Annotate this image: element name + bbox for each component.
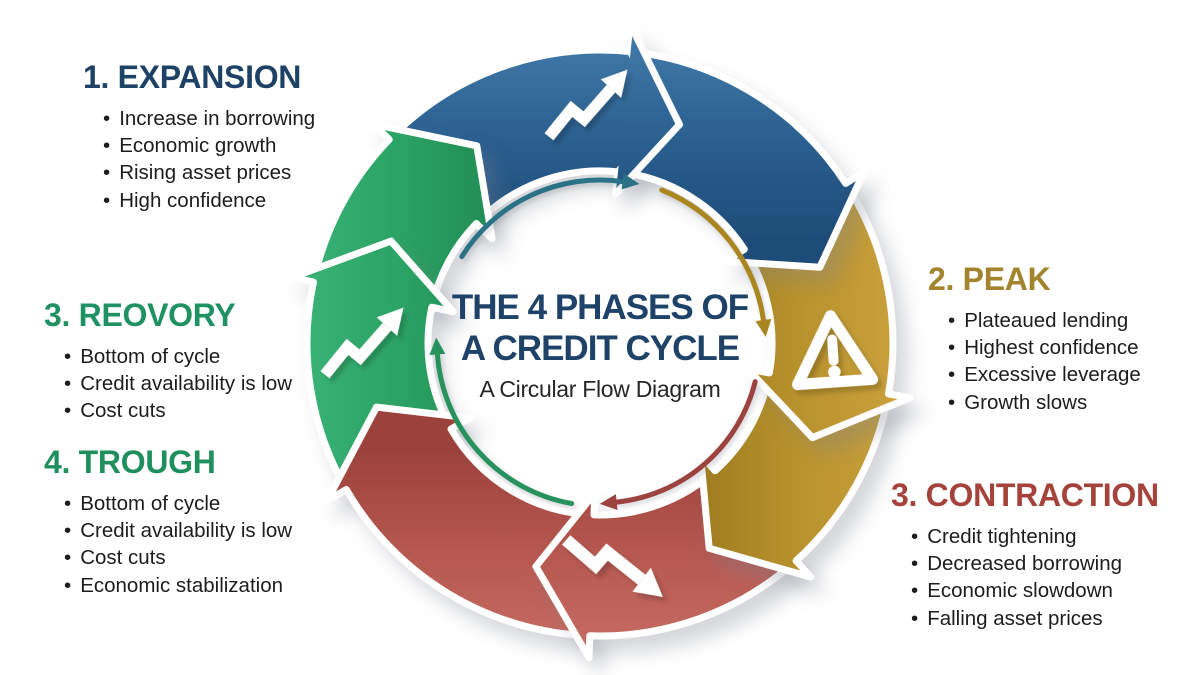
ring-segment-contraction-arc-a xyxy=(532,467,800,662)
diagram-title: THE 4 PHASES OF A CREDIT CYCLE xyxy=(400,287,800,369)
phase-bullet-list-contraction: • Credit tightening • Decreased borrowing • E… xyxy=(891,523,1159,632)
bullet-marker: • xyxy=(64,399,72,423)
bullet-item: • Decreased borrowing xyxy=(911,550,1159,577)
bullet-marker: • xyxy=(103,188,111,212)
bullet-text: Excessive leverage xyxy=(964,363,1141,387)
diagram-title-line1: THE 4 PHASES OF xyxy=(451,288,749,327)
bullet-text: Decreased borrowing xyxy=(927,552,1123,576)
trend-up-icon-2 xyxy=(320,307,404,379)
flow-arrow-left-green-head xyxy=(429,337,446,355)
phase-heading-expansion: 1. EXPANSION xyxy=(83,59,302,95)
bullet-text: Highest confidence xyxy=(964,336,1139,360)
diagram-title-block: THE 4 PHASES OF A CREDIT CYCLE A Circula… xyxy=(400,287,800,403)
bullet-text: Bottom of cycle xyxy=(80,492,221,515)
bullet-text: Cost cuts xyxy=(80,399,166,423)
phase-bullet-list-reovory: • Bottom of cycle • Credit availability is … xyxy=(44,343,292,425)
bullet-marker: • xyxy=(64,372,72,396)
phase-bullet-list-expansion: • Increase in borrowing • Economic growth • R… xyxy=(83,105,315,214)
bullet-text: Cost cuts xyxy=(80,546,166,570)
bullet-text: Rising asset prices xyxy=(119,161,292,185)
bullet-text: Increase in borrowing xyxy=(119,107,316,130)
phase-block-trough: 4. TROUGH • Bottom of cycle • Credit availa… xyxy=(44,443,292,599)
bullet-text: Plateaued lending xyxy=(964,309,1129,332)
phase-heading-contraction: 3. CONTRACTION xyxy=(891,477,1159,513)
bullet-marker: • xyxy=(948,336,956,360)
bullet-item: • Bottom of cycle xyxy=(64,343,292,370)
warning-icon xyxy=(792,310,879,391)
bullet-marker: • xyxy=(64,519,72,543)
bullet-marker: • xyxy=(64,492,72,515)
flow-arrow-left-green xyxy=(434,351,575,506)
bullet-item: • Falling asset prices xyxy=(911,605,1159,632)
bullet-marker: • xyxy=(64,546,72,570)
phase-heading-peak: 2. PEAK xyxy=(928,261,1051,297)
flow-arrow-right-gold xyxy=(659,187,766,323)
bullet-item: • Growth slows xyxy=(948,389,1141,416)
bullet-item: • Increase in borrowing xyxy=(103,105,315,132)
phase-bullet-list-peak: • Plateaued lending • Highest confidence • Ex… xyxy=(928,307,1141,416)
bullet-item: • Credit availability is low xyxy=(64,517,292,544)
bullet-marker: • xyxy=(64,345,72,368)
bullet-text: Economic slowdown xyxy=(927,579,1113,603)
bullet-item: • Excessive leverage xyxy=(948,361,1141,388)
diagram-subtitle: A Circular Flow Diagram xyxy=(479,376,721,402)
bullet-item: • Economic growth xyxy=(103,132,315,159)
phase-block-contraction: 3. CONTRACTION • Credit tightening • Decrea… xyxy=(891,476,1159,632)
bullet-text: Credit availability is low xyxy=(80,372,293,396)
phase-block-reovory: 3. REOVORY • Bottom of cycle • Credit avail… xyxy=(44,296,292,425)
bullet-text: Credit tightening xyxy=(927,525,1077,548)
bullet-marker: • xyxy=(103,161,111,185)
bullet-marker: • xyxy=(948,363,956,387)
diagram-title-line2: A CREDIT CYCLE xyxy=(460,329,740,368)
bullet-marker: • xyxy=(911,606,919,630)
flow-arrow-bottom-red xyxy=(614,379,758,505)
bullet-marker: • xyxy=(911,552,919,576)
bullet-item: • Plateaued lending xyxy=(948,307,1141,334)
bullet-item: • Credit availability is low xyxy=(64,370,292,397)
bullet-item: • Economic stabilization xyxy=(64,572,292,599)
phase-heading-reovory: 3. REOVORY xyxy=(44,297,236,333)
bullet-text: Economic growth xyxy=(119,134,277,158)
bullet-text: Growth slows xyxy=(964,390,1088,414)
phase-bullet-list-trough: • Bottom of cycle • Credit availability is … xyxy=(44,490,292,599)
flow-arrow-top-teal-head xyxy=(621,173,640,190)
bullet-item: • Highest confidence xyxy=(948,334,1141,361)
ring-segment-expansion-arc-b xyxy=(614,48,868,271)
bullet-marker: • xyxy=(911,525,919,548)
trend-down-icon xyxy=(562,535,663,598)
bullet-text: Bottom of cycle xyxy=(80,345,221,368)
bullet-item: • Economic slowdown xyxy=(911,577,1159,604)
bullet-item: • Cost cuts xyxy=(64,397,292,424)
bullet-item: • Rising asset prices xyxy=(103,159,315,186)
bullet-marker: • xyxy=(64,573,72,597)
bullet-item: • Credit tightening xyxy=(911,523,1159,550)
phase-block-expansion: 1. EXPANSION • Increase in borrowing • Econ… xyxy=(83,58,315,214)
bullet-marker: • xyxy=(948,309,956,332)
bullet-item: • High confidence xyxy=(103,187,315,214)
bullet-item: • Cost cuts xyxy=(64,544,292,571)
bullet-text: High confidence xyxy=(119,188,267,212)
phase-heading-trough: 4. TROUGH xyxy=(44,444,216,480)
bullet-marker: • xyxy=(948,390,956,414)
ring-segment-head-patch xyxy=(615,29,680,194)
bullet-text: Falling asset prices xyxy=(927,606,1103,630)
ring-segment-head-outline xyxy=(612,26,683,198)
trend-up-icon xyxy=(544,69,628,141)
bullet-text: Economic stabilization xyxy=(80,573,284,597)
flow-arrow-right-gold-head xyxy=(755,318,772,337)
bullet-marker: • xyxy=(911,579,919,603)
bullet-marker: • xyxy=(103,107,111,130)
ring-segment-contraction-arc-b xyxy=(323,403,598,640)
bullet-item: • Bottom of cycle xyxy=(64,490,292,517)
bullet-marker: • xyxy=(103,134,111,158)
flow-arrow-top-teal xyxy=(459,177,626,260)
phase-block-peak: 2. PEAK • Plateaued lending • Highest confi… xyxy=(928,260,1141,416)
flow-arrow-bottom-red-head xyxy=(599,494,618,511)
bullet-text: Credit availability is low xyxy=(80,519,293,543)
